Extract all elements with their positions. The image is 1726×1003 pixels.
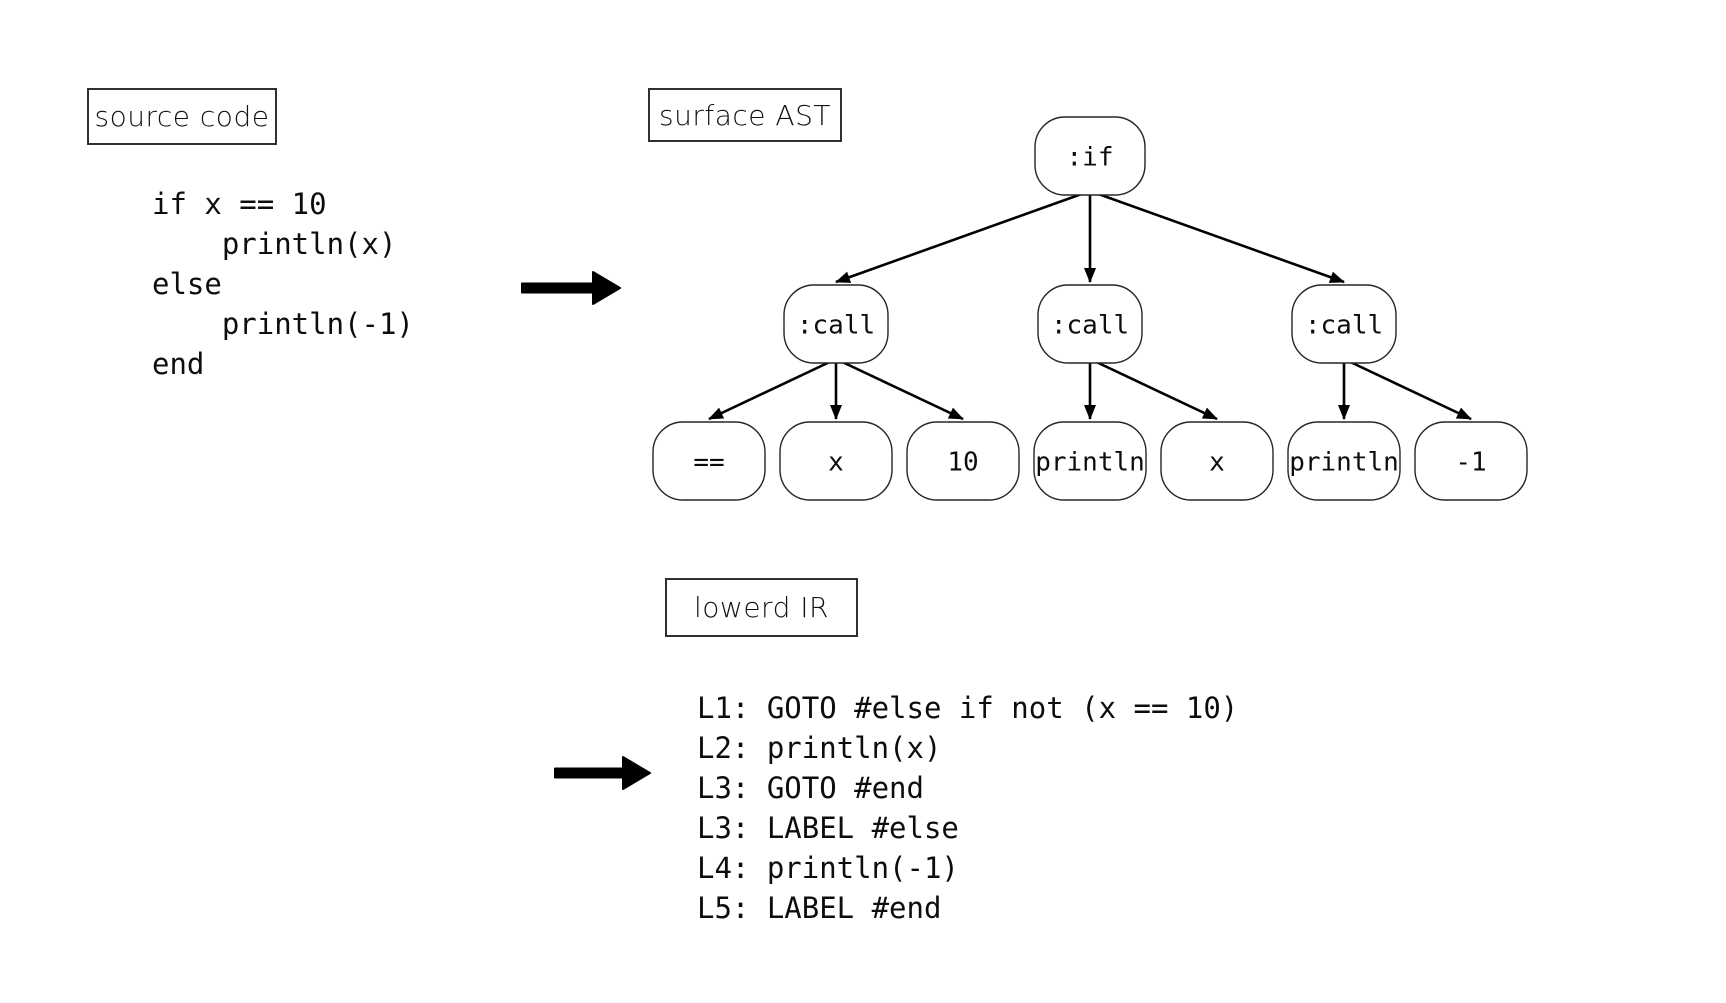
ast-node-println2: println <box>1287 421 1401 501</box>
svg-text:==: == <box>693 448 724 478</box>
ast-node-x2: x <box>1160 421 1274 501</box>
svg-text:println: println <box>1289 448 1399 478</box>
lowered-ir-label-box: lowerd IR <box>665 578 858 637</box>
ast-node-call2: :call <box>1037 284 1143 364</box>
svg-text::call: :call <box>1051 311 1129 341</box>
ast-edge-call3-neg1 <box>1343 357 1472 421</box>
svg-text::if: :if <box>1067 143 1114 173</box>
source-code-label: source code <box>94 100 270 133</box>
surface-ast-label: surface AST <box>659 98 831 132</box>
ast-edge-call1-eq <box>708 357 837 421</box>
source-code-label-box: source code <box>87 88 277 145</box>
svg-text::call: :call <box>797 311 875 341</box>
svg-text:x: x <box>1209 448 1225 478</box>
svg-text::call: :call <box>1305 311 1383 341</box>
svg-text:10: 10 <box>947 448 978 478</box>
ast-nodes: :if :call :call :call == x 10 println x println -1 <box>652 116 1528 501</box>
arrow-ast-to-ir-icon <box>554 756 651 790</box>
ast-edge-call2-x2 <box>1089 357 1218 421</box>
ast-node-x1: x <box>779 421 893 501</box>
ir-code-block: L1: GOTO #else if not (x == 10) L2: prin… <box>697 691 1239 925</box>
svg-text:-1: -1 <box>1455 448 1486 478</box>
ast-node-if: :if <box>1034 116 1146 196</box>
ast-node-eq: == <box>652 421 766 501</box>
ast-edge-if-call1 <box>835 189 1091 284</box>
ast-node-ten: 10 <box>906 421 1020 501</box>
ast-node-println1: println <box>1033 421 1147 501</box>
source-code-block: if x == 10 println(x) else println(-1) e… <box>152 187 414 381</box>
svg-text:x: x <box>828 448 844 478</box>
transform-arrows <box>521 271 651 790</box>
lowered-ir-label: lowerd IR <box>694 591 829 624</box>
arrow-source-to-ast-icon <box>521 271 621 305</box>
surface-ast-label-box: surface AST <box>648 88 842 142</box>
ast-node-call1: :call <box>783 284 889 364</box>
ast-node-call3: :call <box>1291 284 1397 364</box>
ast-edges <box>708 189 1472 421</box>
svg-text:println: println <box>1035 448 1145 478</box>
ast-edge-if-call3 <box>1089 189 1345 284</box>
ast-node-neg1: -1 <box>1414 421 1528 501</box>
ast-edge-call1-ten <box>835 357 964 421</box>
